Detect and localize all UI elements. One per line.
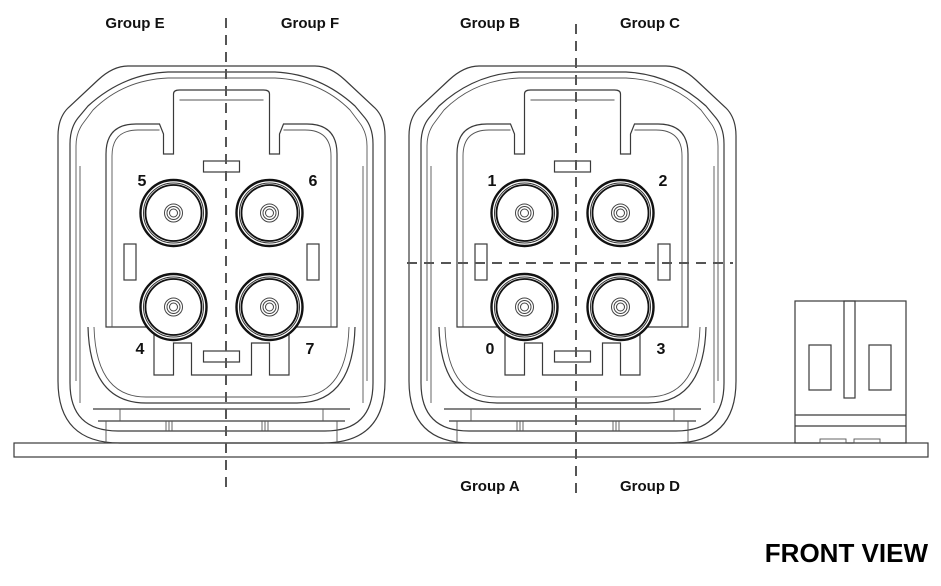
group-a-label: Group A [460, 478, 520, 495]
left-connector-pin-top-left [139, 178, 208, 248]
right-connector-pin-bottom-left [490, 272, 559, 342]
pcb-board [13, 442, 929, 458]
right-connector-pin-top-right [586, 178, 655, 248]
left-connector-top-tab [202, 160, 241, 173]
right-connector-bottom-tab [553, 350, 592, 363]
left-connector-bottom-tab [202, 350, 241, 363]
right-connector-pin-bottom-right [586, 272, 655, 342]
pin-label-5: 5 [138, 173, 147, 190]
right-connector-pin-top-left [490, 178, 559, 248]
left-connector-outer-housing [57, 65, 386, 444]
pin-label-2: 2 [659, 173, 668, 190]
group-b-label: Group B [460, 15, 520, 32]
header-slot-left [808, 344, 832, 391]
left-connector-inner-housing [69, 71, 374, 432]
left-connector-pin-bottom-left [139, 272, 208, 342]
left-connector-pin-top-right [235, 178, 304, 248]
group-d-label: Group D [620, 478, 680, 495]
right-connector-top-tab [553, 160, 592, 173]
pin-label-4: 4 [136, 341, 145, 358]
group-c-label: Group C [620, 15, 680, 32]
group-e-label: Group E [105, 15, 164, 32]
left-connector-cavity [105, 89, 338, 376]
pin-header [794, 300, 907, 444]
left-connector-left-slot [123, 243, 137, 281]
pin-label-7: 7 [306, 341, 315, 358]
right-connector [408, 65, 737, 444]
pin-label-3: 3 [657, 341, 666, 358]
left-connector-pin-bottom-right [235, 272, 304, 342]
right-connector-outer-housing [408, 65, 737, 444]
left-connector [57, 65, 386, 444]
view-title: FRONT VIEW [765, 538, 929, 568]
pin-label-1: 1 [488, 173, 497, 190]
left-connector-right-slot [306, 243, 320, 281]
right-connector-inner-housing [420, 71, 725, 432]
right-connector-cavity [456, 89, 689, 376]
group-f-label: Group F [281, 15, 339, 32]
header-slot-right [868, 344, 892, 391]
pin-label-0: 0 [486, 341, 495, 358]
pin-label-6: 6 [309, 173, 318, 190]
